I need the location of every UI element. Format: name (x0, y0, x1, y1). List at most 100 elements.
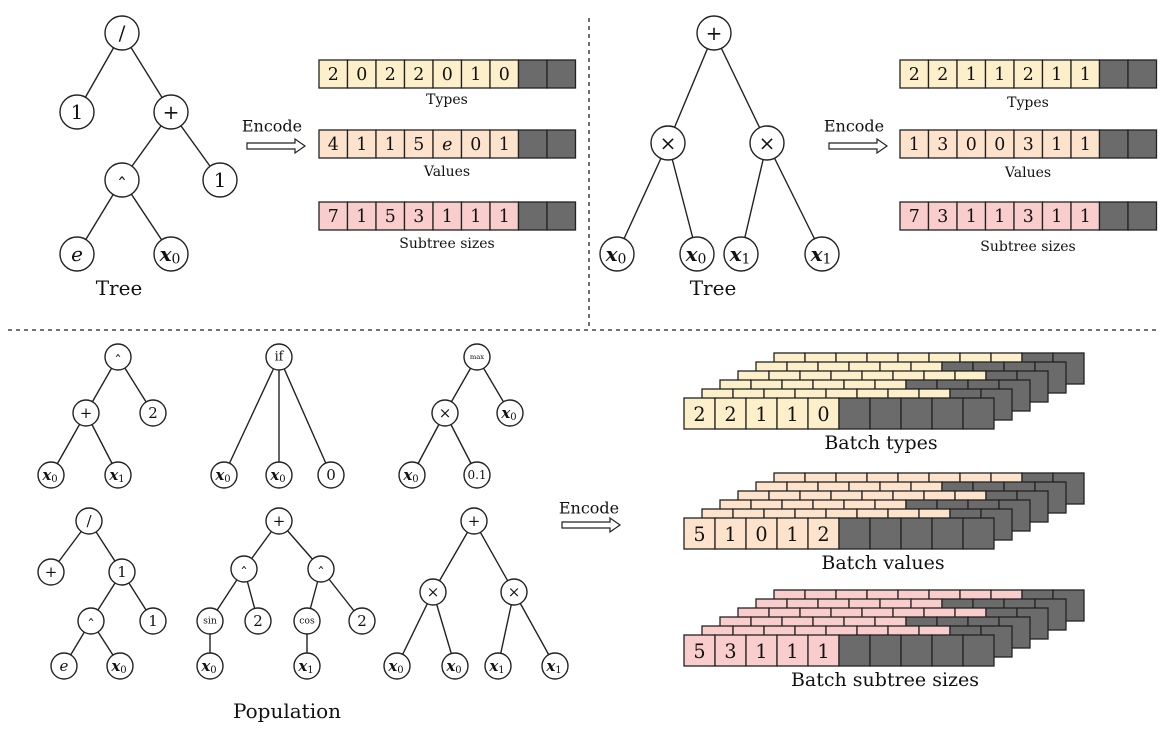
node-label: + (706, 21, 723, 45)
array-cell-value: 2 (937, 65, 948, 85)
operator-label: 1 (117, 563, 127, 581)
tree-node: × (419, 578, 447, 606)
array-cell-value: 2 (1023, 65, 1034, 85)
encode-arrow (246, 137, 307, 155)
operator-label: if (275, 350, 285, 365)
node-label: / (86, 512, 92, 530)
node-label: cos (299, 616, 315, 627)
batch-cell (807, 517, 840, 550)
node-circle (37, 461, 65, 489)
operator-label: 0.1 (467, 468, 486, 482)
array-cell-value: 3 (937, 207, 948, 227)
node-circle (431, 399, 459, 427)
tree-node: ˆ (104, 162, 140, 198)
array-cell (346, 129, 377, 159)
node-label: ˆ (240, 564, 248, 582)
node-label: × (427, 583, 440, 601)
padding-cell (546, 129, 577, 159)
variable-label: x0 (159, 242, 181, 268)
node-circle (153, 94, 189, 130)
batch-padding-cell (962, 397, 995, 430)
tree-2-caption: Tree (690, 276, 737, 300)
array-cell-value: 3 (1023, 135, 1034, 155)
array-cell-value: 1 (966, 207, 977, 227)
tree-node: + (153, 94, 189, 130)
tree-node: x1 (484, 652, 512, 680)
node-label: 1 (117, 563, 127, 581)
array-cell-value: 1 (1051, 207, 1062, 227)
tree-edge (713, 32, 768, 144)
tree-node: ˆ (307, 555, 335, 583)
node-label: ˆ (317, 564, 325, 582)
array-cell (1013, 201, 1044, 231)
tree-edge (223, 356, 280, 476)
operator-label: 2 (148, 404, 158, 422)
node-label: + (273, 512, 286, 530)
node-label: x0 (685, 242, 707, 268)
operator-label: 1 (71, 100, 84, 124)
node-circle (650, 125, 686, 161)
array-cell-value: 1 (1051, 135, 1062, 155)
array-cell (460, 129, 491, 159)
node-circle (196, 652, 224, 680)
batch-padding-cell (962, 517, 995, 550)
node-label: ˆ (87, 616, 95, 634)
padding-cell (1127, 201, 1158, 231)
batch-padding-cell (931, 397, 964, 430)
batch-padding-cell (962, 634, 995, 667)
operator-label: / (86, 512, 92, 530)
tree-node: if (265, 343, 293, 371)
node-circle (599, 236, 635, 272)
array-cell-value: 3 (1023, 207, 1034, 227)
operator-label: × (439, 404, 452, 422)
variable-label: x0 (685, 242, 707, 268)
tree-1-types-label: Types (426, 92, 468, 108)
tree-node: x0 (210, 461, 238, 489)
variable-label: x0 (387, 657, 403, 676)
node-circle (104, 15, 140, 51)
node-label: 2 (253, 612, 263, 630)
batch-cell (714, 397, 747, 430)
tree-1-values-label: Values (423, 164, 470, 180)
variable-label: x0 (402, 466, 418, 485)
variable-label: x0 (41, 466, 57, 485)
array-cell (318, 201, 349, 231)
node-label: ˆ (114, 352, 122, 370)
padding-cell (546, 59, 577, 89)
node-label: x1 (729, 242, 751, 268)
padding-cell (1098, 201, 1129, 231)
node-label: x0 (41, 466, 57, 485)
tree-node: x0 (383, 652, 411, 680)
array-cell-value: 1 (470, 207, 481, 227)
node-label: x0 (269, 466, 285, 485)
array-cell-value: 2 (413, 65, 424, 85)
array-cell-value: 1 (966, 65, 977, 85)
node-label: × (439, 404, 452, 422)
array-cell-value: 0 (442, 65, 453, 85)
variable-label: x0 (110, 657, 126, 676)
node-circle (348, 607, 376, 635)
operator-label: + (80, 404, 93, 422)
node-label: x0 (445, 657, 461, 676)
operator-label: + (273, 512, 286, 530)
tree-edge (740, 142, 768, 255)
node-label: x1 (810, 242, 832, 268)
population-tree: if x0 x0 0 (210, 343, 345, 489)
node-circle (108, 558, 136, 586)
tree-node: x0 (679, 236, 715, 272)
tree-node: + (696, 15, 732, 51)
variable-label: x1 (488, 657, 504, 676)
operator-label: 0 (326, 466, 336, 484)
tree-node: 0.1 (463, 461, 491, 489)
tree-node: x1 (723, 236, 759, 272)
batch-cell (683, 517, 716, 550)
node-label: e (71, 242, 83, 266)
array-cell (927, 201, 958, 231)
node-label: x0 (402, 466, 418, 485)
node-label: if (275, 350, 285, 365)
padding-cell (1098, 129, 1129, 159)
